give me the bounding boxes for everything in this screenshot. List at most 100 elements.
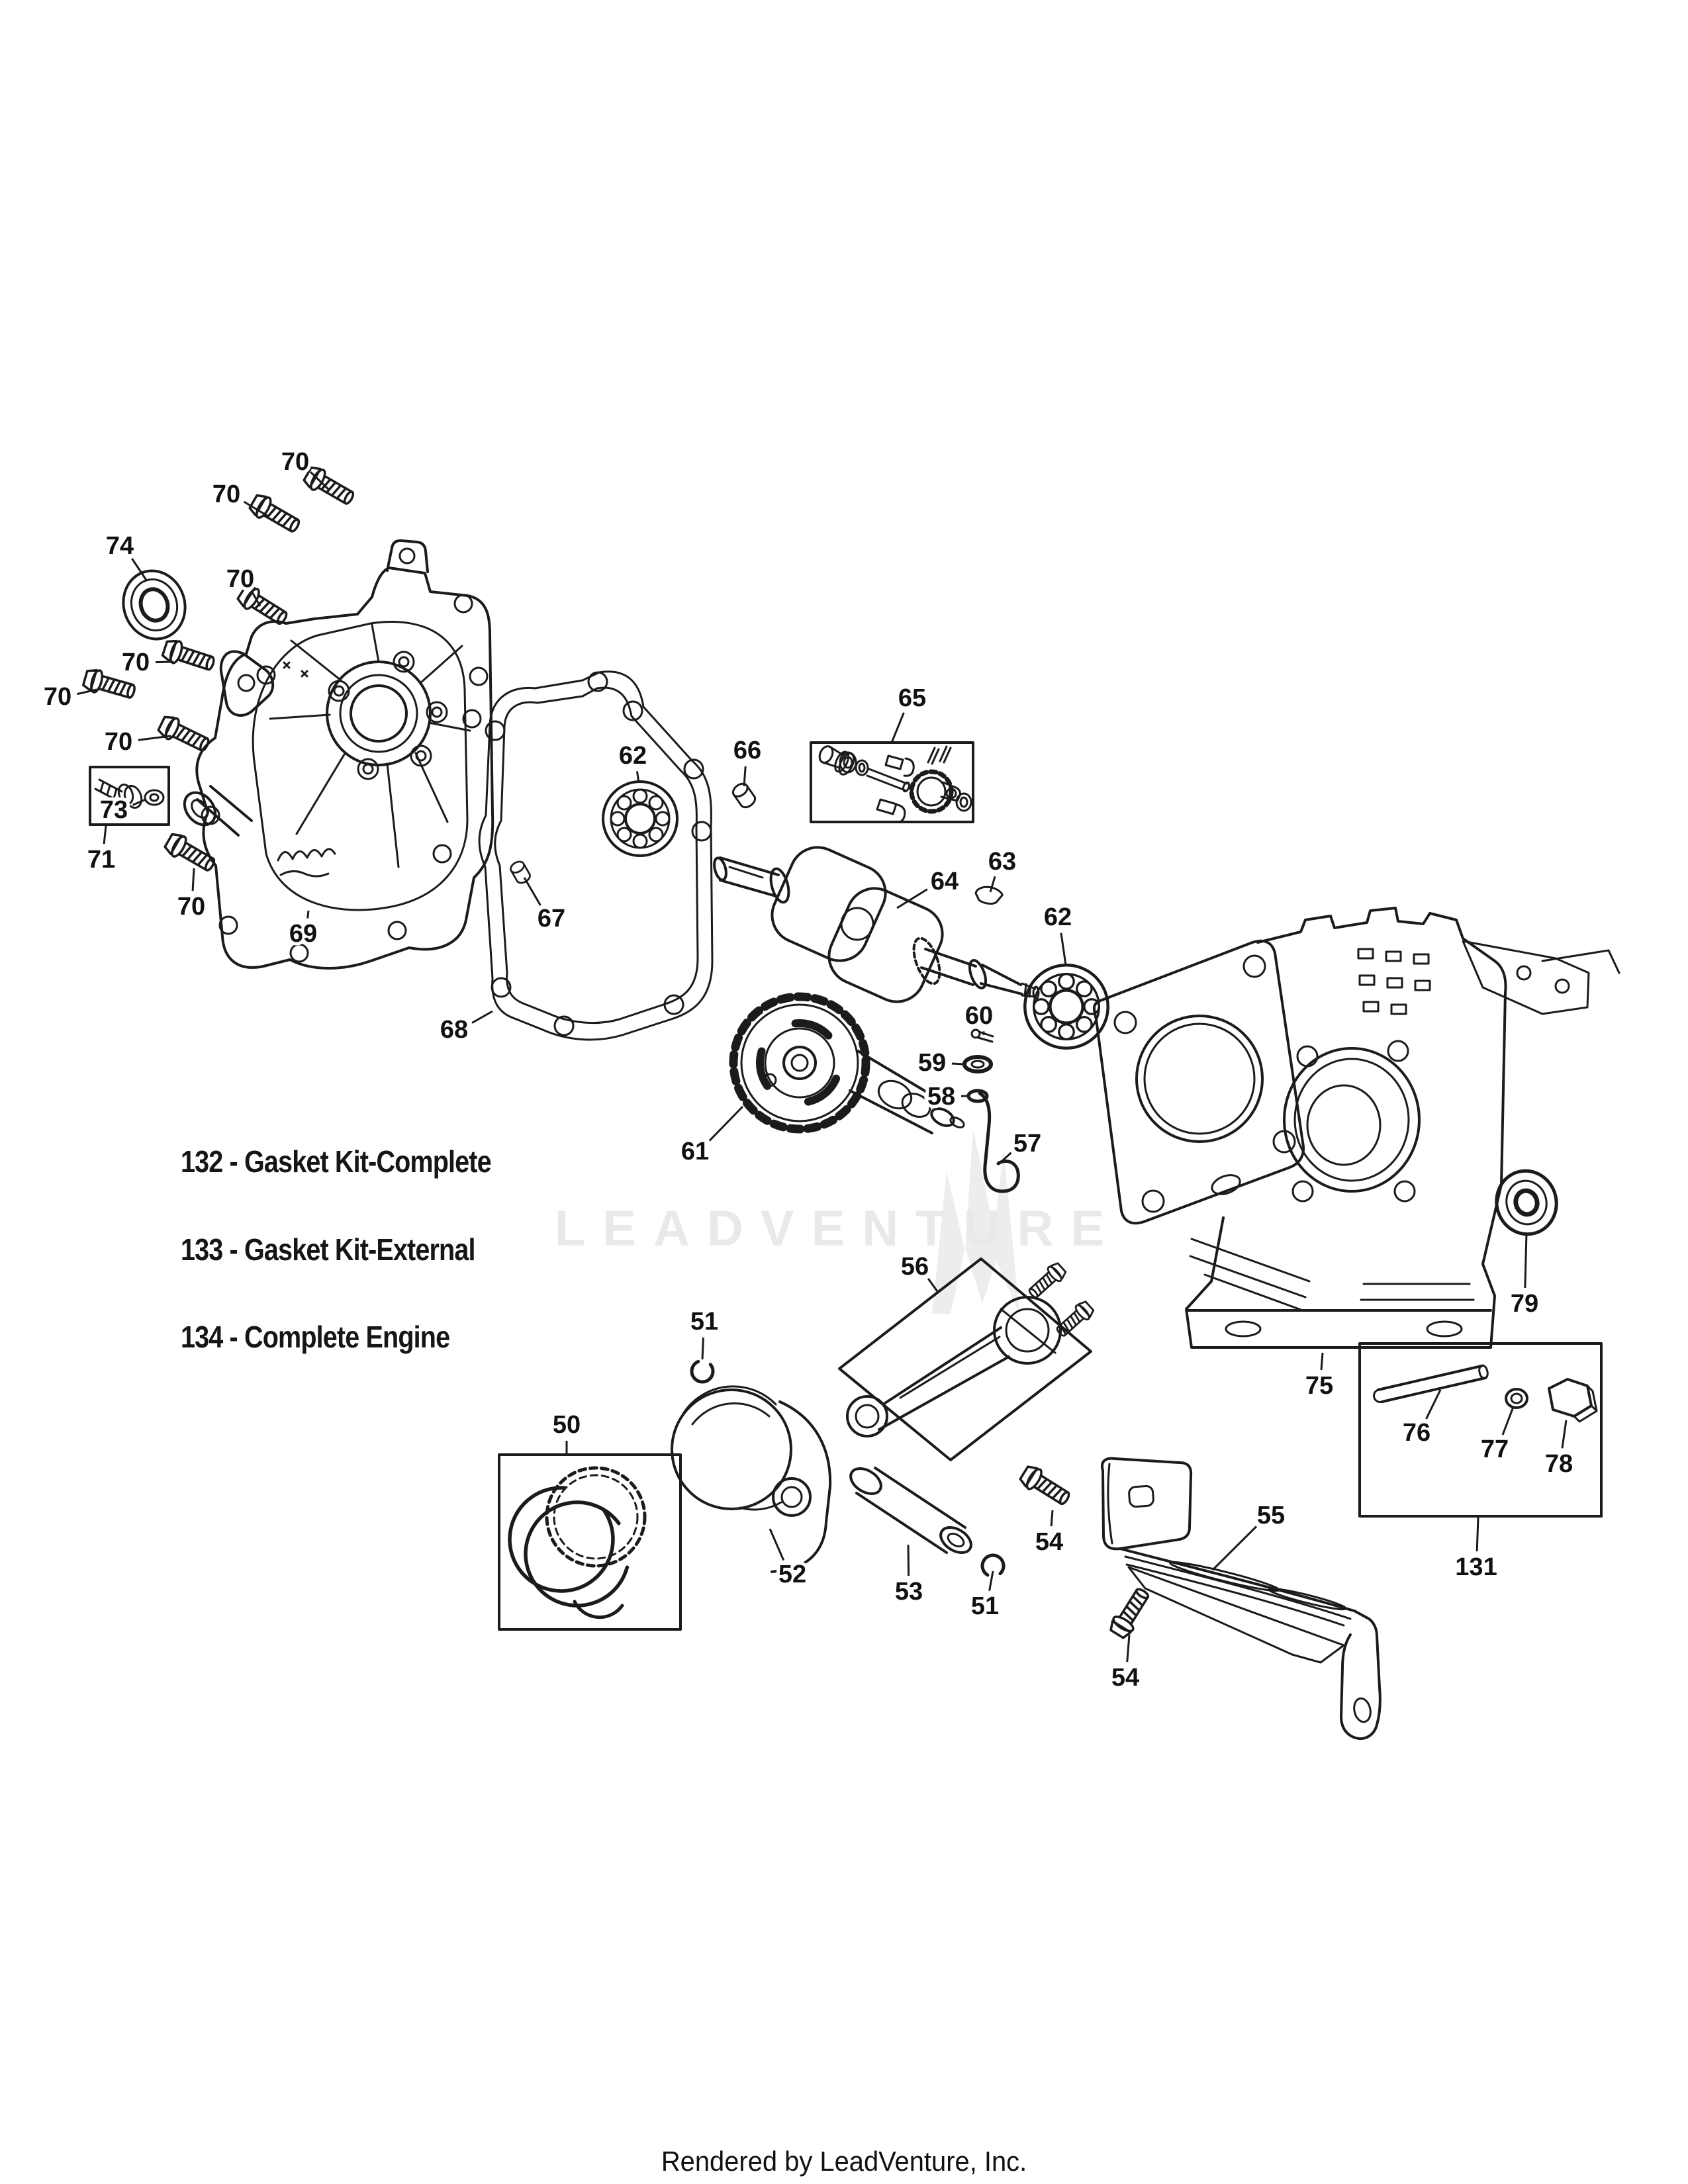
callout-51: 51 [690, 1308, 718, 1336]
legend-item-3: 134 - Complete Engine [181, 1320, 450, 1354]
footer-credit: Rendered by LeadVenture, Inc. [661, 2146, 1027, 2177]
legend-item-2: 133 - Gasket Kit-External [181, 1232, 475, 1267]
circlip-51-lower [980, 1553, 1006, 1578]
leader-line-70 [191, 868, 195, 891]
leader-line-57 [1000, 1152, 1012, 1163]
callout-70: 70 [122, 649, 150, 676]
leader-line-78 [1561, 1420, 1568, 1449]
callout-74: 74 [106, 532, 134, 560]
callout-78: 78 [1545, 1450, 1573, 1478]
callout-67: 67 [538, 905, 565, 933]
callout-68: 68 [440, 1016, 468, 1044]
callout-73: 73 [100, 796, 128, 824]
hardware-box-131 [1358, 1342, 1603, 1518]
callout-70: 70 [212, 480, 240, 508]
leader-line-62 [635, 771, 640, 784]
governor-pin-60 [970, 1028, 994, 1043]
circlip-51-upper [690, 1359, 715, 1384]
leader-line-51 [701, 1337, 704, 1360]
callout-53: 53 [895, 1578, 923, 1606]
leader-line-55 [1211, 1525, 1258, 1571]
leader-line-76 [1425, 1389, 1442, 1420]
callout-54: 54 [1035, 1528, 1063, 1556]
woodruff-key-63 [974, 886, 1004, 905]
wrist-pin-53 [849, 1467, 972, 1554]
governor-assembly-65 [810, 741, 974, 823]
callout-75: 75 [1305, 1372, 1333, 1400]
callout-52: 52 [778, 1561, 806, 1588]
leader-line-63 [989, 876, 996, 893]
callout-56: 56 [901, 1253, 929, 1281]
leader-line-61 [708, 1105, 744, 1142]
oil-seal-79 [1495, 1169, 1558, 1236]
leader-line-65 [890, 712, 905, 743]
callout-70: 70 [281, 448, 309, 476]
callout-51: 51 [971, 1592, 999, 1620]
leader-line-51 [988, 1570, 994, 1591]
callout-76: 76 [1403, 1419, 1430, 1447]
o-ring-58 [966, 1089, 989, 1103]
callout-61: 61 [681, 1138, 709, 1165]
leader-line-77 [1501, 1406, 1515, 1435]
dowel-pin-67 [508, 858, 533, 886]
callout-71: 71 [87, 846, 115, 874]
leader-line-62 [1060, 933, 1067, 966]
callout-70: 70 [105, 728, 132, 756]
oil-seal-74 [122, 569, 187, 641]
leader-line-70 [77, 688, 97, 696]
leader-line-52 [769, 1528, 785, 1561]
leader-line-64 [896, 888, 928, 909]
legend-item-1: 132 - Gasket Kit-Complete [181, 1144, 492, 1179]
callout-62: 62 [619, 742, 647, 770]
leader-line-70 [138, 735, 171, 741]
camshaft-61 [729, 992, 965, 1134]
callout-77: 77 [1481, 1435, 1509, 1463]
leader-line-71 [103, 825, 107, 844]
callout-79: 79 [1511, 1290, 1538, 1318]
leader-line-74 [131, 558, 148, 582]
leader-line-66 [743, 766, 747, 787]
callout-60: 60 [965, 1002, 993, 1030]
callout-59: 59 [918, 1049, 946, 1077]
cylinder-block-75 [1092, 907, 1620, 1349]
callout-57: 57 [1013, 1130, 1041, 1158]
leader-line-79 [1524, 1233, 1528, 1289]
callout-70: 70 [226, 565, 254, 593]
callout-54: 54 [1111, 1664, 1139, 1692]
callout-62: 62 [1044, 903, 1072, 931]
callout-70: 70 [177, 893, 205, 921]
oil-dipper-57 [978, 1091, 1020, 1193]
leader-line-53 [907, 1544, 910, 1576]
callout-63: 63 [988, 848, 1016, 876]
leader-line-75 [1320, 1352, 1324, 1371]
callout-58: 58 [927, 1083, 955, 1111]
leader-line-70 [251, 591, 261, 607]
crankshaft-64 [713, 846, 1040, 1003]
cover-gasket-68 [478, 670, 714, 1041]
shroud-bracket-55 [1101, 1457, 1382, 1740]
ball-bearing-62-left [602, 780, 679, 857]
plug-washer-box-71-73 [89, 766, 170, 826]
callout-70: 70 [44, 683, 71, 711]
crankcase-cover-69 [183, 539, 494, 970]
callout-69: 69 [289, 920, 317, 948]
callout-66: 66 [733, 737, 761, 764]
watermark-text: LEADVENTURE [555, 1201, 1121, 1257]
callout-65: 65 [898, 684, 926, 712]
thrust-washer-59 [962, 1055, 993, 1073]
leader-line-70 [243, 500, 269, 518]
leader-line-70 [310, 471, 330, 491]
flange-bolt-54-lower [1106, 1584, 1155, 1641]
leader-line-67 [523, 877, 541, 906]
leader-line-68 [471, 1010, 493, 1024]
leader-line-73 [132, 798, 146, 806]
watermark-flame [932, 1128, 1019, 1314]
callout-131: 131 [1455, 1553, 1497, 1581]
piston-ring-set-50 [498, 1453, 682, 1631]
callout-55: 55 [1257, 1502, 1285, 1529]
leader-line-131 [1476, 1516, 1479, 1552]
leader-line-56 [927, 1277, 940, 1294]
